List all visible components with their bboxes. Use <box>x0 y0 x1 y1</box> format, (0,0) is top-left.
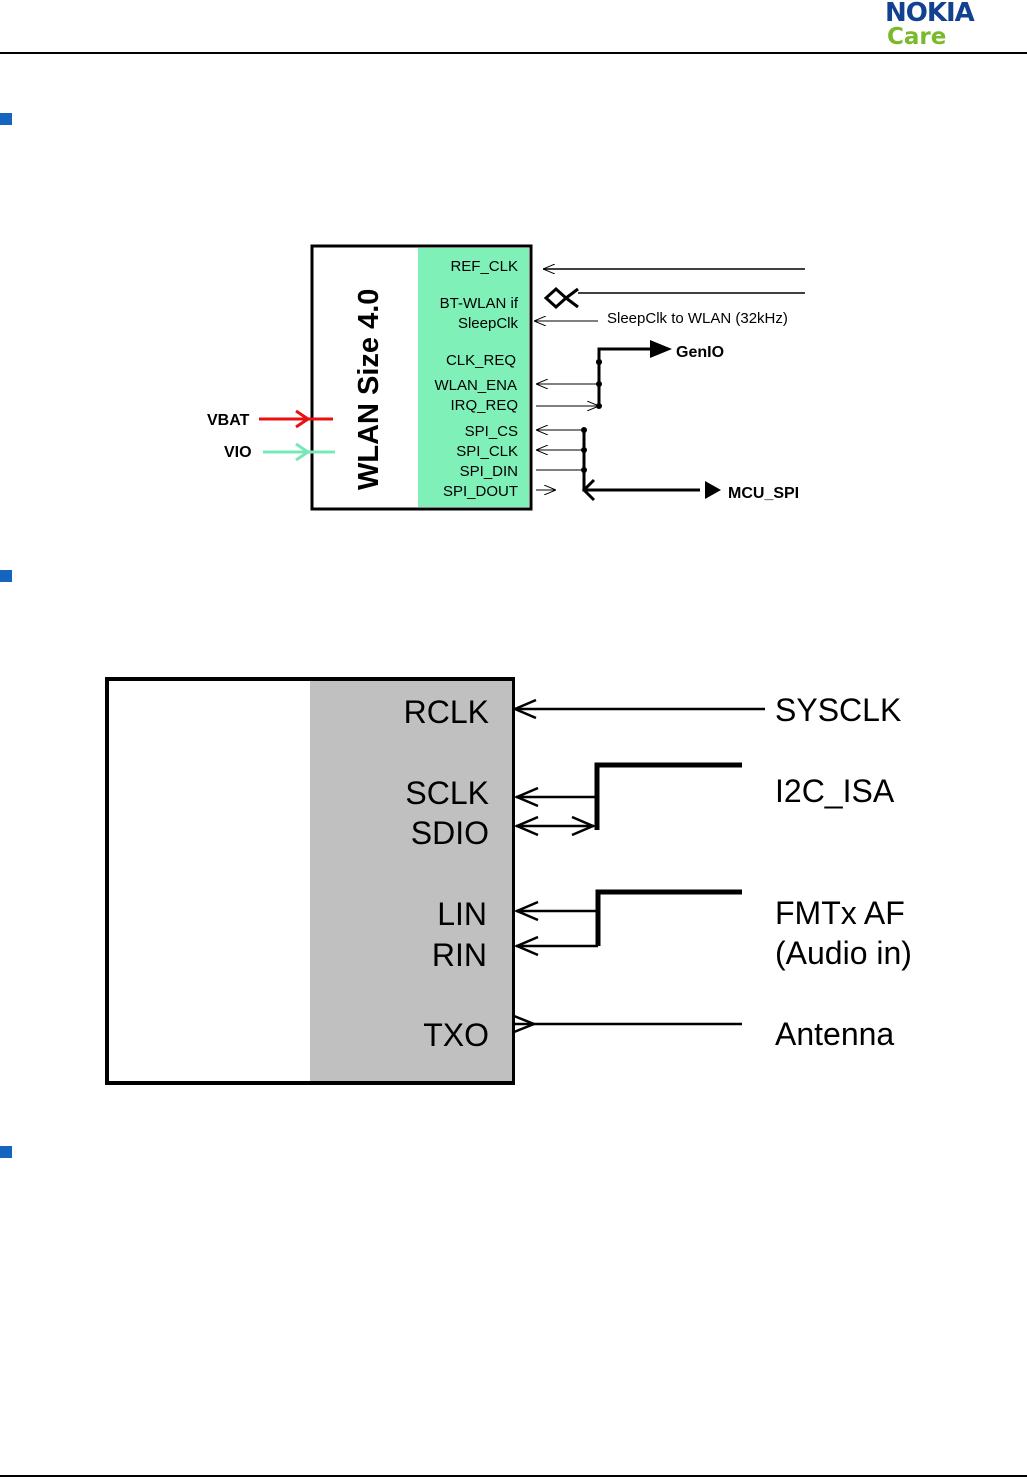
pin-irq-req: IRQ_REQ <box>450 397 518 414</box>
logo-brand: NOKIA <box>885 0 975 28</box>
pin-spi-din: SPI_DIN <box>460 463 518 480</box>
genio-label: GenIO <box>676 344 724 361</box>
spi-dot-3 <box>581 467 587 473</box>
bt-wlan-arrow <box>543 286 579 310</box>
spi-dot-1 <box>581 427 587 433</box>
spi-dot-2 <box>581 447 587 453</box>
vbat-arrowhead <box>295 409 311 429</box>
footer-rule <box>0 1475 1027 1477</box>
fmtx-pin-area <box>310 681 512 1081</box>
pin-wlan-ena: WLAN_ENA <box>434 377 517 394</box>
pin-sclk: SCLK <box>405 775 489 811</box>
vio-label: VIO <box>224 444 252 461</box>
sdio-arrowhead-right <box>571 815 597 837</box>
pin-ref-clk: REF_CLK <box>450 258 518 275</box>
wlan-chip-title: WLAN Size 4.0 <box>353 289 385 490</box>
mcu-spi-left-head <box>581 478 596 502</box>
sysclk-arrowhead <box>511 698 537 720</box>
pin-sdio: SDIO <box>411 815 489 851</box>
sclk-arrowhead <box>513 786 539 808</box>
section-bullet-1 <box>0 113 12 125</box>
txo-arrowhead <box>513 1014 538 1034</box>
pin-lin: LIN <box>437 896 487 932</box>
vio-arrowhead <box>295 442 311 462</box>
audio-bus <box>595 889 742 946</box>
pin-txo: TXO <box>423 1017 489 1053</box>
sleepclk-note: SleepClk to WLAN (32kHz) <box>607 310 788 327</box>
rin-arrowhead <box>513 935 539 957</box>
signal-antenna: Antenna <box>775 1016 894 1052</box>
pin-rin: RIN <box>432 937 487 973</box>
pin-spi-dout: SPI_DOUT <box>443 483 518 500</box>
sdio-arrowhead-left <box>513 815 539 837</box>
genio-dot-3 <box>596 403 602 409</box>
section-bullet-2 <box>0 570 12 582</box>
genio-arrowhead <box>650 340 672 358</box>
lin-arrowhead <box>513 900 539 922</box>
section-bullet-3 <box>0 1146 12 1158</box>
pin-bt-wlan-if: BT-WLAN if <box>440 295 519 312</box>
mcu-spi-arrowhead <box>705 481 721 499</box>
header-rule <box>0 52 1027 54</box>
wlan-pin-area <box>418 248 529 507</box>
pin-sleepclk: SleepClk <box>458 315 519 332</box>
nokia-care-logo: NOKIA Care <box>885 0 1027 52</box>
mcu-spi-label: MCU_SPI <box>728 485 799 502</box>
i2c-bus <box>594 762 742 830</box>
pin-spi-cs: SPI_CS <box>465 423 518 440</box>
genio-dot-1 <box>596 359 602 365</box>
signal-sysclk: SYSCLK <box>775 692 901 728</box>
pin-clk-req: CLK_REQ <box>446 352 516 369</box>
logo-subbrand: Care <box>887 24 947 50</box>
signal-fmtx-af: FMTx AF <box>775 895 905 931</box>
genio-dot-2 <box>596 381 602 387</box>
pin-rclk: RCLK <box>404 694 489 730</box>
signal-i2c-isa: I2C_ISA <box>775 773 895 809</box>
signal-audio-in: (Audio in) <box>775 935 912 971</box>
vbat-label: VBAT <box>207 412 250 429</box>
pin-spi-clk: SPI_CLK <box>456 443 518 460</box>
